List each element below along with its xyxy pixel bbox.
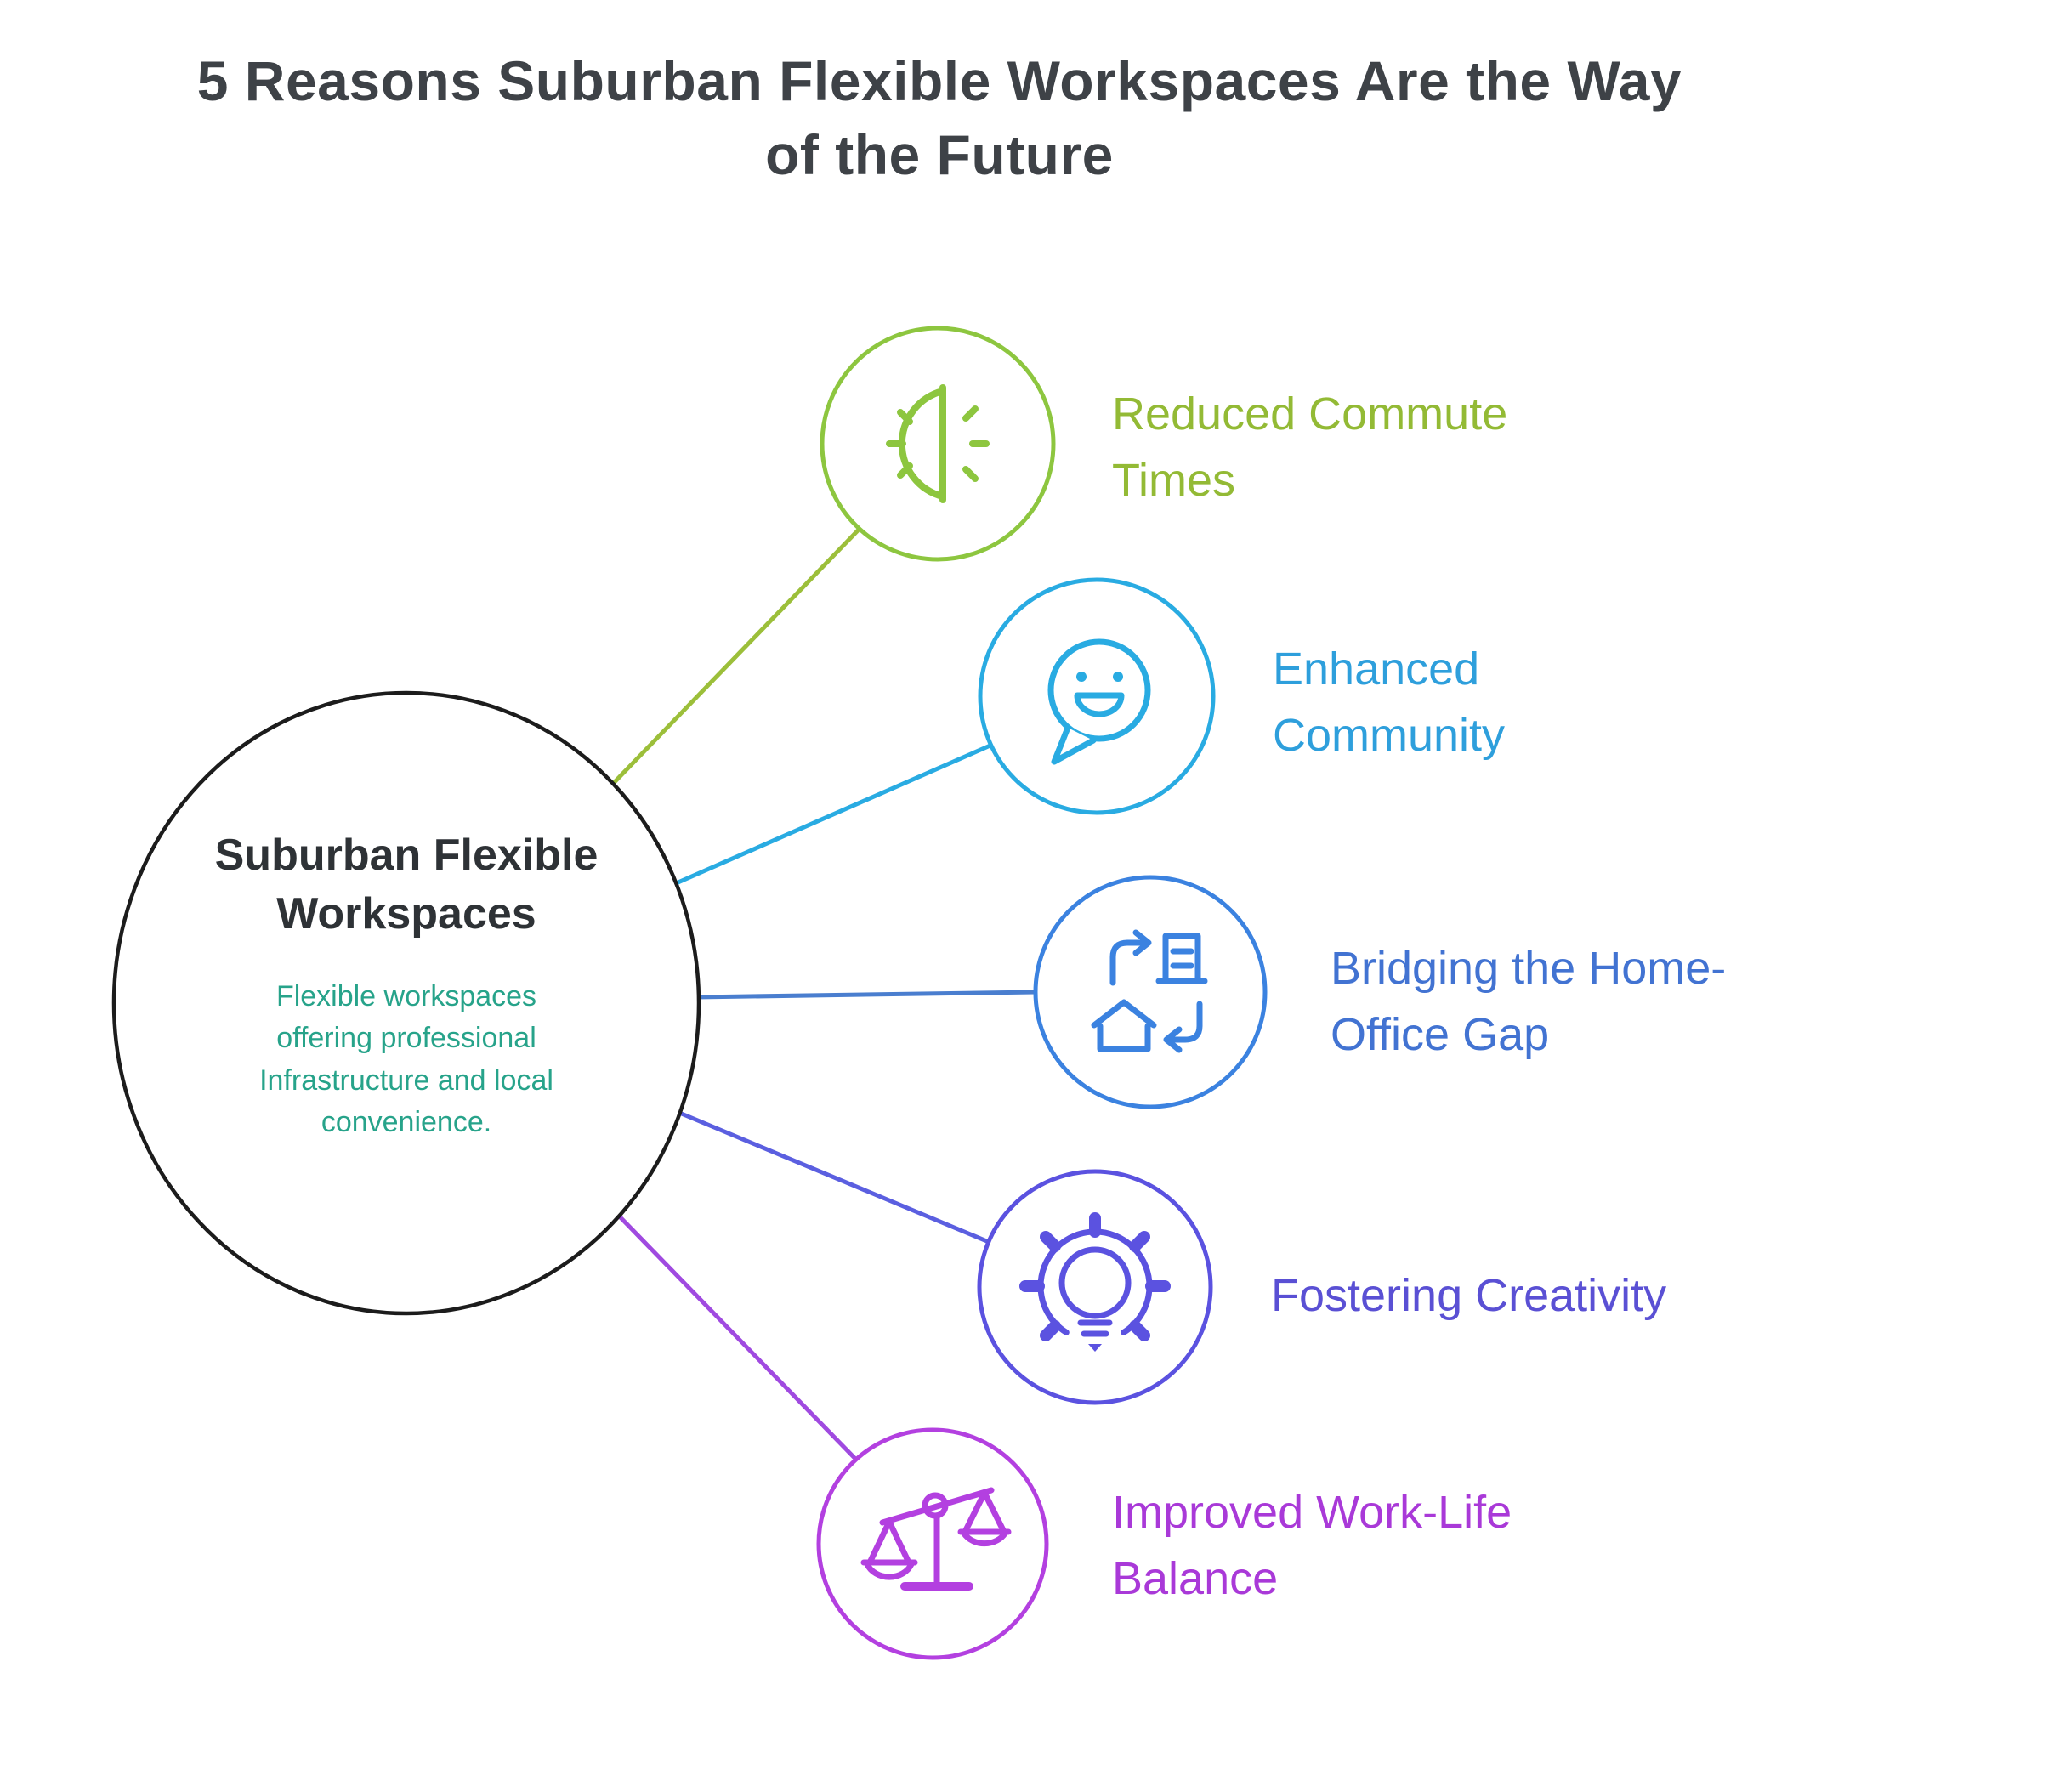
connector-reduced-commute bbox=[606, 528, 860, 791]
smiley-mouth bbox=[1074, 692, 1125, 717]
node-circle-reduced-commute bbox=[820, 326, 1056, 562]
node-label-bridging-home-office-gap: Bridging the Home- Office Gap bbox=[1331, 943, 1727, 1061]
scales-beam bbox=[879, 1487, 995, 1526]
house-roof bbox=[1091, 999, 1157, 1029]
node-label-fostering-creativity: Fostering Creativity bbox=[1271, 1270, 1667, 1321]
timer-tick bbox=[897, 409, 913, 425]
office-building bbox=[1162, 933, 1201, 984]
lightbulb bbox=[1058, 1246, 1132, 1319]
central-node-heading: Suburban Flexible Workspaces bbox=[214, 831, 599, 939]
timer-tick bbox=[962, 405, 979, 422]
node-bridging-home-office-gap bbox=[1033, 875, 1268, 1109]
smiley-eye bbox=[1113, 672, 1123, 682]
scales-right-pan-strings bbox=[962, 1489, 1007, 1534]
gear-teeth bbox=[1019, 1212, 1171, 1341]
house-walls bbox=[1097, 1023, 1151, 1052]
node-circle-home-office-gap bbox=[1033, 875, 1268, 1109]
connector-lines bbox=[606, 528, 1039, 1465]
central-node-description: Flexible workspaces offering professiona… bbox=[259, 980, 553, 1138]
node-label-enhanced-community: Enhanced Community bbox=[1273, 644, 1506, 762]
timer-tick bbox=[897, 462, 913, 479]
central-circle bbox=[111, 690, 701, 1316]
gear-lightbulb-icon bbox=[1019, 1212, 1171, 1352]
cycle-arrow-down-head bbox=[1163, 1026, 1183, 1053]
node-fostering-creativity bbox=[977, 1169, 1213, 1405]
scales-icon bbox=[860, 1487, 1012, 1591]
cycle-arrow-up-head bbox=[1132, 929, 1152, 956]
connector-home-office-gap bbox=[693, 990, 1039, 1000]
connector-fostering-creativity bbox=[671, 1108, 991, 1245]
smiley-eye bbox=[1076, 672, 1087, 682]
cycle-arrow-down bbox=[1166, 1001, 1203, 1043]
connector-enhanced-community bbox=[672, 742, 995, 887]
cycle-arrow-up bbox=[1109, 939, 1149, 986]
chat-bubble bbox=[1047, 638, 1151, 742]
scales-left-pan-strings bbox=[867, 1518, 911, 1564]
node-reduced-commute-times bbox=[820, 326, 1056, 562]
timer-icon bbox=[886, 384, 990, 503]
chat-smiley-icon bbox=[1047, 638, 1151, 765]
connector-work-life-balance bbox=[608, 1205, 861, 1465]
node-label-improved-work-life-balance: Improved Work-Life Balance bbox=[1112, 1487, 1512, 1605]
page-title: 5 Reasons Suburban Flexible Workspaces A… bbox=[196, 49, 1682, 187]
chat-bubble-tail bbox=[1051, 724, 1097, 765]
node-label-reduced-commute-times: Reduced Commute Times bbox=[1112, 388, 1508, 507]
node-circle-fostering-creativity bbox=[977, 1169, 1213, 1405]
scales-left-pan-bowl bbox=[864, 1561, 915, 1580]
scales-right-pan-bowl bbox=[961, 1530, 1008, 1547]
home-office-cycle-icon bbox=[1091, 929, 1208, 1053]
timer-tick bbox=[962, 466, 979, 482]
node-circle-work-life-balance bbox=[816, 1427, 1049, 1660]
node-improved-work-life-balance bbox=[816, 1427, 1049, 1660]
lightbulb-tip bbox=[1088, 1344, 1102, 1352]
node-enhanced-community bbox=[978, 577, 1216, 815]
